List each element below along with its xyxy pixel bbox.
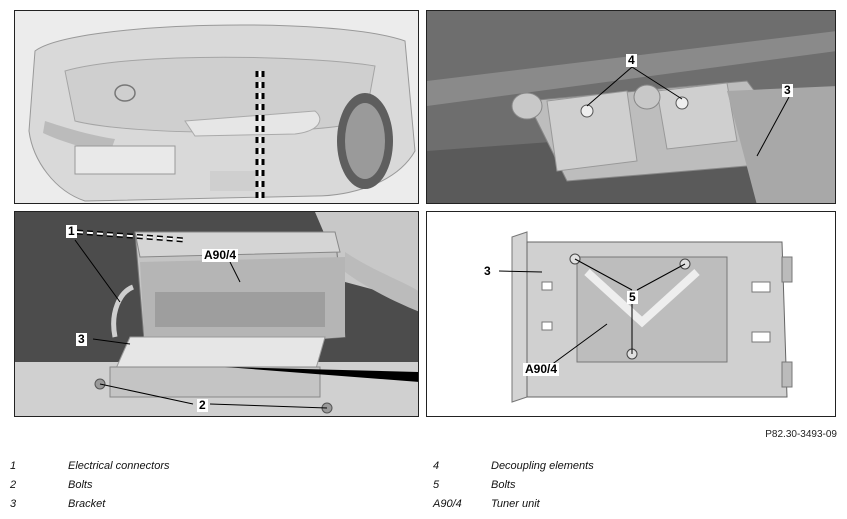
legend-number: 4 xyxy=(433,460,440,472)
legend-label: Bolts xyxy=(68,479,93,491)
callout-3: 3 xyxy=(782,83,793,97)
tuner-mounted-illustration xyxy=(15,212,418,416)
figure-reference-code: P82.30-3493-09 xyxy=(765,429,837,440)
callout-a904: A90/4 xyxy=(202,248,239,262)
legend-left: 1 Electrical connectors 2 Bolts 3 Bracket xyxy=(10,460,170,517)
legend-label: Bolts xyxy=(491,479,516,491)
panel-tuner-mounted: 1 A90/4 3 2 xyxy=(14,211,419,417)
legend-label: Bracket xyxy=(68,498,106,510)
callout-5: 5 xyxy=(627,290,638,304)
legend-right: 4 Decoupling elements 5 Bolts A90/4 Tuner u… xyxy=(433,460,594,517)
panel-tuner-bracket: 3 5 A90/4 xyxy=(426,211,836,417)
legend-number: 2 xyxy=(10,479,17,491)
legend-item: 5 Bolts xyxy=(433,479,594,498)
legend-label: Tuner unit xyxy=(491,498,540,510)
legend-item: 2 Bolts xyxy=(10,479,170,498)
panel-car-rear-view xyxy=(14,10,419,204)
legend-label: Electrical connectors xyxy=(68,460,170,472)
legend-number: A90/4 xyxy=(433,498,462,510)
legend-number: 5 xyxy=(433,479,440,491)
legend-item: A90/4 Tuner unit xyxy=(433,498,594,517)
legend-item: 1 Electrical connectors xyxy=(10,460,170,479)
decoupling-elements-illustration xyxy=(427,11,835,203)
legend-number: 3 xyxy=(10,498,17,510)
car-rear-illustration xyxy=(15,11,418,203)
callout-1: 1 xyxy=(66,224,77,238)
legend-number: 1 xyxy=(10,460,17,472)
callout-a904: A90/4 xyxy=(523,362,560,376)
legend-item: 3 Bracket xyxy=(10,498,170,517)
callout-3: 3 xyxy=(482,264,493,278)
tuner-bracket-illustration xyxy=(427,212,835,416)
callout-4: 4 xyxy=(626,53,637,67)
panel-decoupling-elements: 4 3 xyxy=(426,10,836,204)
legend-item: 4 Decoupling elements xyxy=(433,460,594,479)
callout-2: 2 xyxy=(197,398,208,412)
callout-3: 3 xyxy=(76,332,87,346)
legend-label: Decoupling elements xyxy=(491,460,594,472)
